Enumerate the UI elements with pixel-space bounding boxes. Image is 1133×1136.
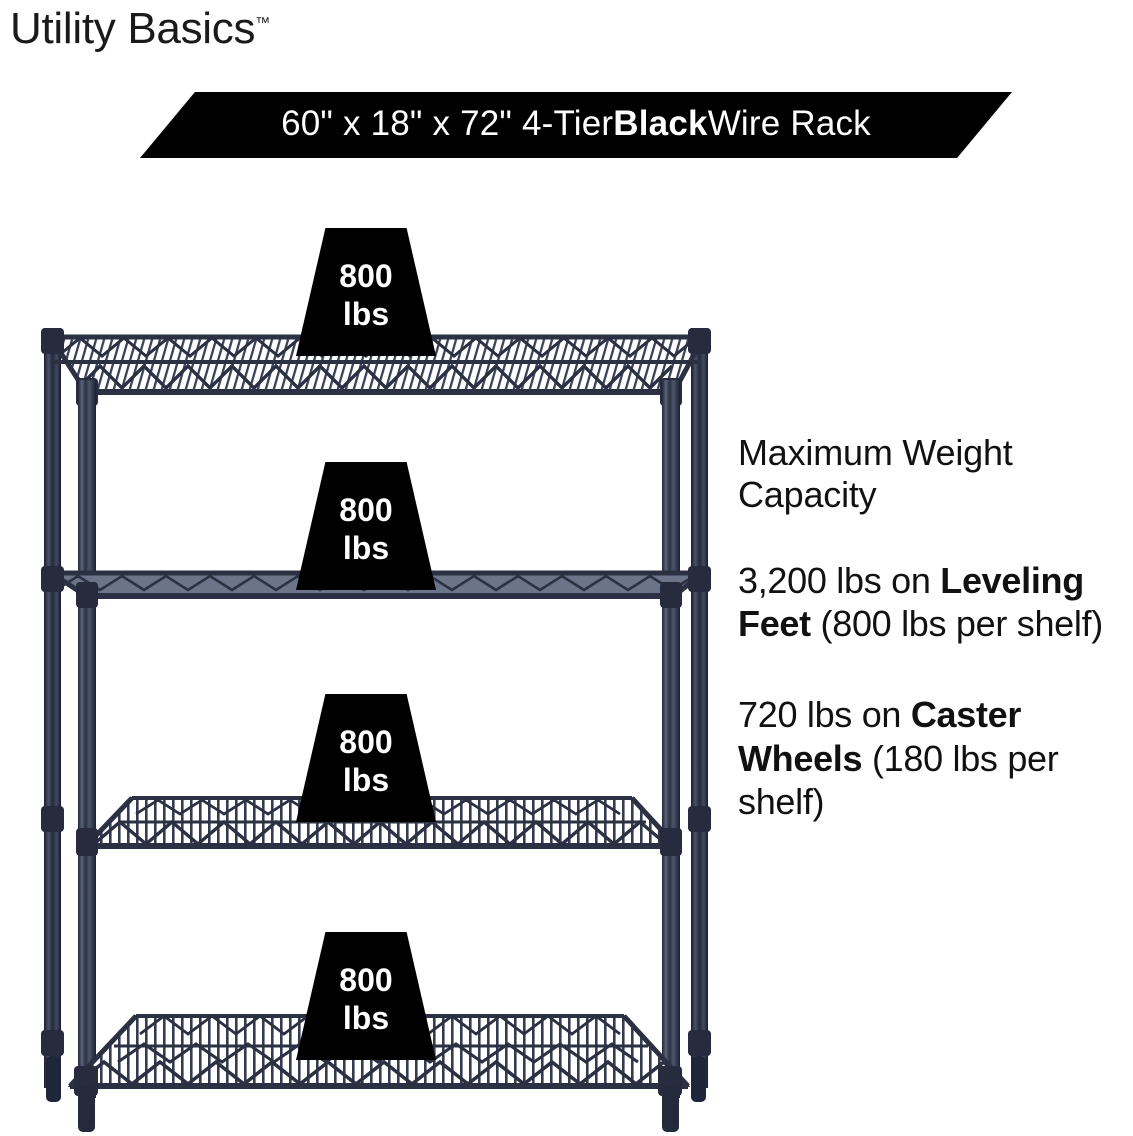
weight-badge-tier-4: 800 lbs xyxy=(296,932,436,1060)
badge-unit: lbs xyxy=(342,762,390,798)
title-banner: 60" x 18" x 72" 4-Tier Black Wire Rack xyxy=(140,92,1012,158)
badge-unit: lbs xyxy=(342,296,390,332)
leveling-tail: (800 lbs per shelf) xyxy=(810,603,1104,645)
badge-value: 800 xyxy=(339,724,393,760)
badge-content: 800 lbs xyxy=(296,462,436,590)
banner-text-suffix: Wire Rack xyxy=(707,104,871,143)
leveling-feet xyxy=(46,1056,706,1132)
badge-content: 800 lbs xyxy=(296,694,436,822)
weight-badge-tier-3: 800 lbs xyxy=(296,694,436,822)
caster-wheels-capacity: 720 lbs on Caster Wheels (180 lbs per sh… xyxy=(738,693,1133,823)
weight-badge-tier-1: 800 lbs xyxy=(296,228,436,356)
caster-lead: 720 lbs on xyxy=(738,694,911,736)
banner-text: 60" x 18" x 72" 4-Tier Black Wire Rack xyxy=(140,92,1012,158)
caster-emphasis: Caster Wheels xyxy=(738,694,1022,779)
front-posts xyxy=(78,380,680,1098)
badge-unit: lbs xyxy=(342,530,390,566)
banner-background xyxy=(140,92,1012,158)
leveling-emphasis: Leveling Feet xyxy=(738,559,1084,645)
trademark-symbol: ™ xyxy=(255,14,271,32)
banner-text-prefix: 60" x 18" x 72" 4-Tier xyxy=(281,104,614,143)
shelf-tier-3 xyxy=(41,796,711,856)
badge-content: 800 lbs xyxy=(296,932,436,1060)
leveling-feet-capacity: 3,200 lbs on Leveling Feet (800 lbs per … xyxy=(738,559,1133,645)
badge-value: 800 xyxy=(339,962,393,998)
capacity-copy-block: Maximum Weight Capacity 3,200 lbs on Lev… xyxy=(738,432,1133,823)
badge-content: 800 lbs xyxy=(296,228,436,356)
badge-value: 800 xyxy=(339,258,393,294)
leveling-lead: 3,200 lbs on xyxy=(738,559,941,601)
brand-logo: Utility Basics™ xyxy=(10,4,271,53)
banner-text-emphasis: Black xyxy=(613,104,708,143)
badge-unit: lbs xyxy=(342,1000,390,1036)
badge-value: 800 xyxy=(339,492,393,528)
capacity-heading: Maximum Weight Capacity xyxy=(738,432,1013,516)
caster-tail: (180 lbs per shelf) xyxy=(738,737,1059,822)
rear-posts xyxy=(44,328,708,1088)
brand-name: Utility Basics xyxy=(10,4,256,53)
weight-badge-tier-2: 800 lbs xyxy=(296,462,436,590)
shelf-tier-1 xyxy=(41,328,711,406)
